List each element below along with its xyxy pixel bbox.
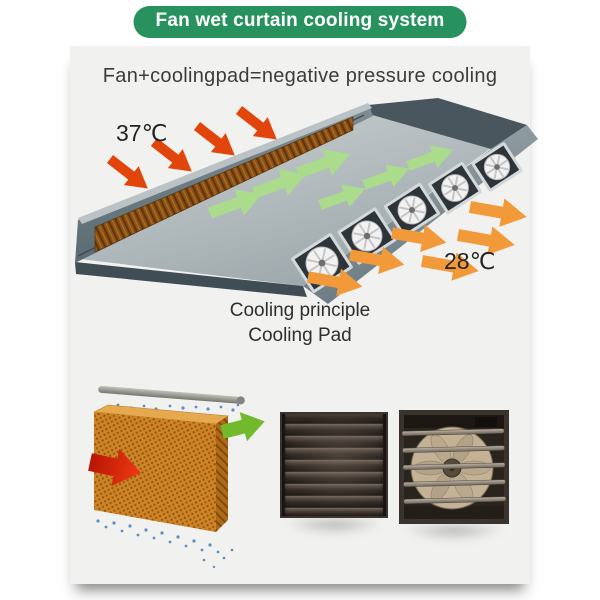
- fan-grill-bars-icon: [401, 428, 507, 505]
- water-droplets-bottom-icon: [96, 519, 234, 569]
- wall-fan: [383, 182, 441, 238]
- cooling-principle-diagram: [75, 98, 538, 304]
- water-pipe-icon: [98, 385, 245, 405]
- caption-cooling-principle: Cooling principle: [229, 300, 371, 321]
- wall-fan: [428, 161, 482, 215]
- hot-air-in-arrow-icon: [88, 448, 141, 486]
- wall-fan: [471, 142, 523, 192]
- inlet-temperature-label: 37℃: [116, 120, 168, 146]
- title-banner-label: Fan wet curtain cooling system: [155, 10, 445, 31]
- outlet-temperature-label: 28℃: [444, 248, 496, 274]
- title-banner: Fan wet curtain cooling system: [133, 6, 467, 38]
- exhaust-fan-reflection: [402, 526, 506, 542]
- building-floor: [80, 113, 491, 286]
- shutter-fan-closed-photo: [280, 412, 388, 518]
- pad-block-front-face: [94, 412, 216, 532]
- building-left-wall-rim: [78, 103, 372, 224]
- wall-fans: [291, 142, 523, 293]
- cooling-pad-photo: [88, 385, 265, 569]
- building-front-edge: [75, 262, 307, 297]
- building-far-end-wall: [368, 98, 527, 149]
- cooling-pad-strip: [94, 116, 354, 253]
- cool-air-out-arrow-icon: [220, 412, 265, 442]
- caption-cooling-pad: Cooling Pad: [248, 325, 352, 346]
- shutter-reflection: [284, 520, 384, 536]
- exhaust-fan-photo: [399, 410, 509, 524]
- pad-block-side-face: [216, 416, 228, 532]
- content-panel: Fan+coolingpad=negative pressure cooling: [70, 46, 538, 584]
- headline-text: Fan+coolingpad=negative pressure cooling: [102, 65, 498, 87]
